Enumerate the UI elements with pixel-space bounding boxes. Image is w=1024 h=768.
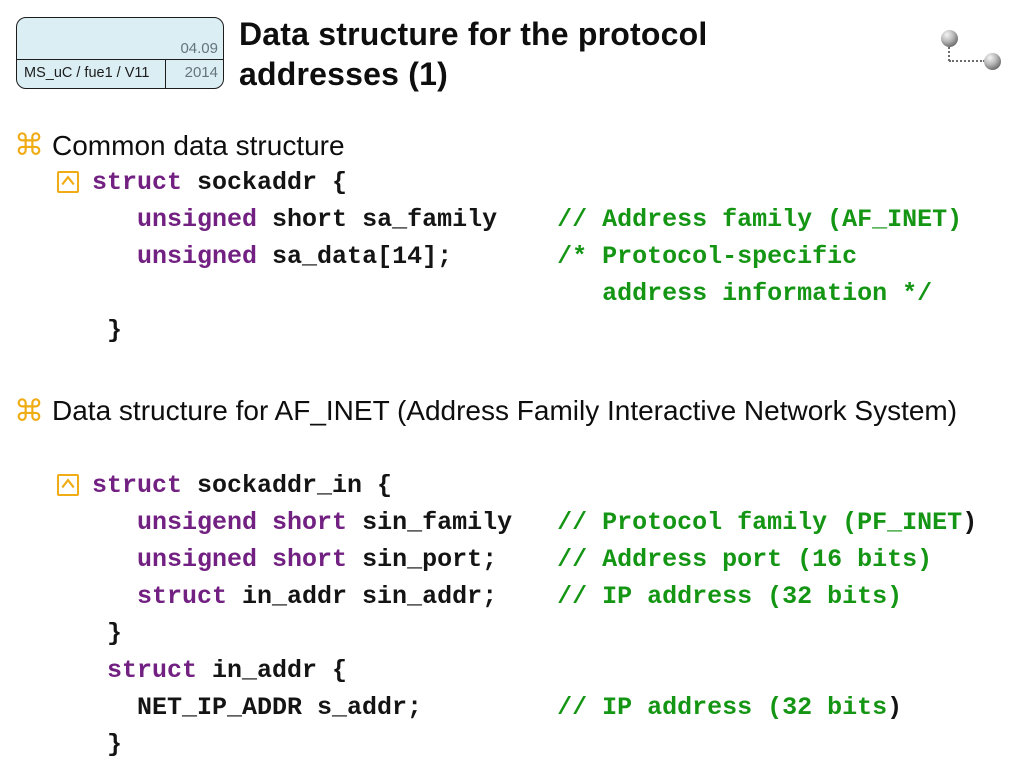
code-line: unsigned short sin_port; // Address port… (92, 541, 977, 578)
code-comment: // Address family (AF_INET) (557, 205, 963, 234)
code-line: struct sockaddr_in { (92, 467, 977, 504)
code-keyword: struct (92, 471, 183, 500)
code-text (92, 242, 137, 271)
chevron-box-icon (57, 171, 79, 193)
code-text: sockaddr_in { (182, 471, 393, 500)
code-line: address information */ (92, 275, 962, 312)
code-line: struct sockaddr { (92, 164, 962, 201)
dotted-line-vertical (948, 47, 950, 61)
code-line: unsigned short sa_family // Address fami… (92, 201, 962, 238)
code-text (92, 279, 602, 308)
code-line: } (92, 312, 962, 349)
code-block-sockaddr: struct sockaddr { unsigned short sa_fami… (92, 164, 962, 349)
code-comment: // Protocol family (PF_INET (557, 508, 963, 537)
code-keyword: struct (92, 168, 183, 197)
command-bullet-icon: ⌘ (14, 394, 44, 429)
logo-divider-vertical (165, 59, 166, 88)
bullet-text-common-data-structure: Common data structure (52, 130, 345, 161)
code-text (92, 582, 137, 611)
code-keyword: unsigned (137, 205, 258, 234)
code-text: sin_port; (347, 545, 558, 574)
code-keyword: struct (137, 582, 228, 611)
code-text: short sa_family (257, 205, 558, 234)
code-text: sin_family (347, 508, 558, 537)
page-title: Data structure for the protocol addresse… (239, 16, 708, 92)
code-text (92, 656, 107, 685)
code-keyword: unsigned (137, 242, 258, 271)
code-text: ) (887, 693, 903, 722)
code-comment: // IP address (32 bits (557, 693, 888, 722)
code-line: struct in_addr { (92, 652, 977, 689)
code-text: sa_data[14]; (257, 242, 558, 271)
code-text (92, 508, 137, 537)
course-logo-box: 04.09 MS_uC / fue1 / V11 2014 (16, 17, 224, 89)
sphere-icon (984, 53, 1001, 70)
chevron-box-icon (57, 474, 79, 496)
logo-date-top: 04.09 (180, 40, 218, 57)
bullet-text-af-inet: Data structure for AF_INET (Address Fami… (52, 395, 958, 426)
sphere-icon (941, 30, 958, 47)
code-block-sockaddr-in: struct sockaddr_in { unsigend short sin_… (92, 467, 977, 763)
code-text (92, 545, 137, 574)
code-line: struct in_addr sin_addr; // IP address (… (92, 578, 977, 615)
code-text: in_addr sin_addr; (227, 582, 558, 611)
code-line: unsigend short sin_family // Protocol fa… (92, 504, 977, 541)
code-line: NET_IP_ADDR s_addr; // IP address (32 bi… (92, 689, 977, 726)
code-text: in_addr { (197, 656, 348, 685)
code-line: } (92, 615, 977, 652)
code-text: } (92, 619, 123, 648)
code-line: unsigned sa_data[14]; /* Protocol-specif… (92, 238, 962, 275)
code-text: sockaddr { (182, 168, 348, 197)
code-comment: // IP address (32 bits) (557, 582, 903, 611)
logo-divider-horizontal (17, 59, 223, 60)
code-text: ) (962, 508, 978, 537)
code-comment: // Address port (16 bits) (557, 545, 933, 574)
code-keyword: unsigend short (137, 508, 348, 537)
code-text: NET_IP_ADDR s_addr; (92, 693, 558, 722)
code-comment: address information */ (602, 279, 933, 308)
code-text: } (92, 730, 123, 759)
command-bullet-icon: ⌘ (14, 128, 44, 163)
code-text (92, 205, 137, 234)
code-comment: /* Protocol-specific (557, 242, 858, 271)
code-text: } (92, 316, 123, 345)
code-line: } (92, 726, 977, 763)
logo-date-bottom: 2014 (184, 64, 218, 81)
dotted-line-horizontal (949, 60, 985, 62)
logo-course-label: MS_uC / fue1 / V11 (24, 65, 150, 81)
code-keyword: unsigned short (137, 545, 348, 574)
code-keyword: struct (107, 656, 198, 685)
